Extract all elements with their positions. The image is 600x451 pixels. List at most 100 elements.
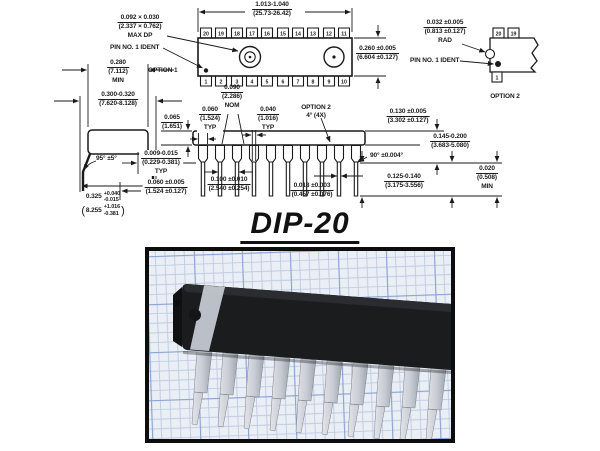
note: RAD: [438, 36, 452, 44]
option2-label: OPTION 2: [490, 93, 520, 100]
pin-number: 16: [264, 32, 270, 38]
lead-angle-label: 95° ±5°: [96, 155, 117, 162]
option1-label: OPTION 1: [148, 67, 178, 74]
chip-photo: [145, 247, 455, 443]
pin-number: 4: [251, 80, 254, 86]
option2-label: OPTION 2: [301, 104, 331, 111]
dim-lead-thickness-label: 0.018 ±0.003 (0.457 ±0.076): [290, 182, 334, 200]
pin1-ident-label: PIN NO. 1 IDENT: [110, 44, 160, 51]
mm-value: (3.175-3.556): [385, 182, 423, 190]
mm-value: (3.302 ±0.127): [387, 117, 429, 125]
inch-value: 0.018 ±0.003: [290, 182, 334, 192]
dim-lead-t-label: 0.009-0.015 (0.229-0.381) TYP: [139, 150, 183, 177]
package-title: DIP-20: [240, 207, 360, 244]
mm-value: (7.620-8.128): [99, 100, 137, 108]
paren: ): [121, 204, 125, 217]
mm-value: (0.229-0.381): [142, 159, 180, 167]
dim-lead-span-label: 0.325 +0.040 -0.015 ( 8.255 +1.016 -0.38…: [80, 191, 125, 218]
pin-number: 1: [496, 76, 499, 82]
mm-value: (1.016): [258, 115, 278, 123]
mm-value: (6.604 ±0.127): [357, 54, 398, 62]
dim-tip-length-label: 0.125-0.140 (3.175-3.556): [384, 173, 424, 191]
inch-value: 0.060 ±0.005: [144, 179, 188, 189]
inch-value: 0.065: [161, 114, 183, 124]
seating-angle-label: 90° ±0.004°: [368, 152, 405, 161]
inch-value: 0.280: [107, 59, 129, 69]
dim-lead-width-label: 0.060 ±0.005 (1.524 ±0.127): [142, 179, 190, 197]
dimension-drawing: 20 19 18 17 16 15 14 13 12 11 1 2 3 4 5 …: [54, 8, 539, 208]
note: MIN: [481, 182, 493, 190]
dim-shoulder-width-label: 0.060 (1.524) TYP: [197, 106, 223, 133]
pin-number: 12: [326, 32, 332, 38]
mm-value: (2.540 ±0.254): [208, 185, 250, 193]
dim-nom-label: 0.090 (2.286) NOM: [221, 84, 243, 110]
mm-value: (1.524 ±0.127): [145, 188, 187, 196]
mm-value: (0.508): [477, 174, 497, 182]
dim-shoulder-height-label: 0.130 ±0.005 (3.302 ±0.127): [386, 108, 430, 126]
plus-tol: +1.016: [103, 204, 121, 211]
pin-number: 6: [282, 80, 285, 86]
pin-number: 19: [218, 32, 224, 38]
dim-body-length-label: 1.013-1.040 (25.73-26.42): [250, 1, 294, 19]
ic-pins: [191, 350, 447, 439]
pin-number: 17: [249, 32, 255, 38]
paren: (: [81, 204, 85, 217]
pin-number: 2: [220, 80, 223, 86]
dim-body-width-label: 0.260 ±0.005 (6.604 ±0.127): [356, 45, 399, 63]
mm-value: (1.651): [162, 123, 182, 131]
inch-value: 0.145-0.200: [430, 133, 470, 143]
inch-value: 0.060: [199, 106, 221, 116]
pin-number: 8: [312, 80, 315, 86]
dim-ident-notch-label: 0.092 × 0.030 (2.337 × 0.762) MAX DP: [117, 14, 163, 40]
inch-value: 0.092 × 0.030: [117, 14, 163, 24]
pin-number: 13: [310, 32, 316, 38]
pin-number: 11: [341, 32, 347, 38]
dim-radius-label: 0.032 ±0.005 (0.813 ±0.127) RAD: [423, 19, 467, 45]
pin-number: 19: [511, 32, 517, 38]
inch-value: 0.090: [221, 84, 243, 94]
mm-value: (0.813 ±0.127): [424, 28, 466, 36]
inch-value: 0.020: [476, 165, 498, 175]
pin-number: 5: [266, 80, 269, 86]
inch-value: 0.040: [257, 106, 279, 116]
mm-value: (3.683-5.080): [431, 142, 469, 150]
angle-value: 4° (4X): [306, 112, 326, 120]
note: TYP: [154, 167, 168, 175]
chip-photo-image: [149, 251, 451, 439]
dim-pitch-label: 0.100 ±0.010 (2.540 ±0.254): [207, 176, 251, 194]
top-view: 20 19 18 17 16 15 14 13 12 11 1 2 3 4 5 …: [162, 8, 386, 89]
mm-value: (2.337 × 0.762): [118, 23, 162, 31]
note: TYP: [261, 123, 275, 131]
inch-value: 0.125-0.140: [384, 173, 424, 183]
mm-value: (0.457 ±0.076): [291, 191, 333, 199]
pin-number: 10: [341, 80, 347, 86]
mm-value: (2.286): [222, 93, 242, 101]
tolerance-stack: +1.016 -0.381: [104, 204, 120, 217]
tolerance-stack: +0.040 -0.015: [104, 191, 120, 204]
pin-number: 3: [236, 80, 239, 86]
dim-body-height-label: 0.065 (1.651): [161, 114, 183, 132]
option2-view: 20 19 1: [459, 27, 539, 83]
mm-value: (7.112): [108, 68, 128, 76]
pin-number: 9: [328, 80, 331, 86]
pin-number: 7: [297, 80, 300, 86]
inch-value: 0.130 ±0.005: [386, 108, 430, 118]
note: TYP: [203, 123, 217, 131]
note: MIN: [112, 76, 124, 84]
note: NOM: [224, 101, 240, 109]
option2-angle-label: OPTION 2 4° (4X): [301, 104, 331, 120]
inch-value: 0.300-0.320: [98, 91, 138, 101]
inch-value: 0.009-0.015: [141, 150, 181, 160]
mm-value: (1.524): [200, 115, 220, 123]
dim-seat-height-label: 0.145-0.200 (3.683-5.080): [430, 133, 470, 151]
inch-value: 0.325: [85, 193, 102, 201]
pin-number: 20: [496, 32, 502, 38]
note: MAX DP: [127, 31, 153, 39]
pin1-ident-label: PIN NO. 1 IDENT: [410, 57, 460, 64]
pin-number: 1: [205, 80, 208, 86]
minus-tol: -0.015: [103, 197, 119, 204]
end-view: [54, 64, 182, 192]
pin-number: 18: [234, 32, 240, 38]
plus-tol: +0.040: [103, 191, 121, 197]
